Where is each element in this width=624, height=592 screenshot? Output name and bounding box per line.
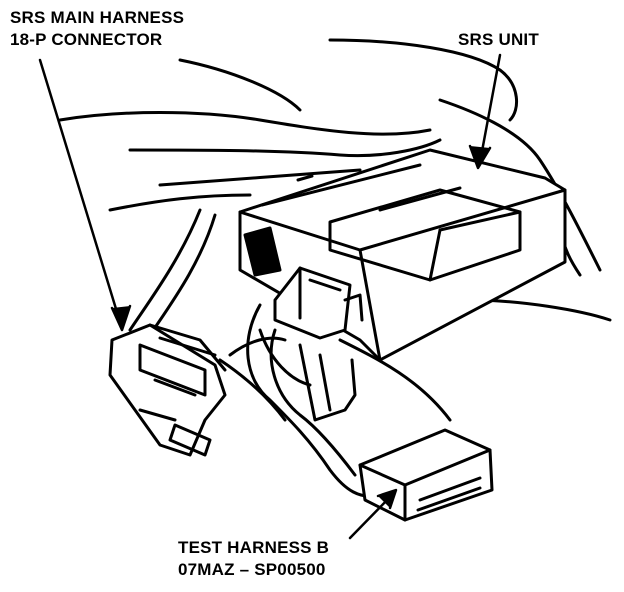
srs-unit-body <box>238 148 567 362</box>
wiring-harness <box>128 208 382 498</box>
leader-arrows <box>38 53 502 540</box>
label-test-harness-line1: TEST HARNESS B <box>178 538 330 557</box>
label-main-harness-line1: SRS MAIN HARNESS <box>10 8 185 27</box>
main-harness-connector <box>108 323 227 457</box>
label-main-harness-line2: 18-P CONNECTOR <box>10 30 163 49</box>
label-test-harness-line2: 07MAZ – SP00500 <box>178 560 326 579</box>
vehicle-body-outline <box>58 38 612 422</box>
label-srs-unit: SRS UNIT <box>458 30 539 49</box>
srs-unit-connector <box>273 266 364 340</box>
